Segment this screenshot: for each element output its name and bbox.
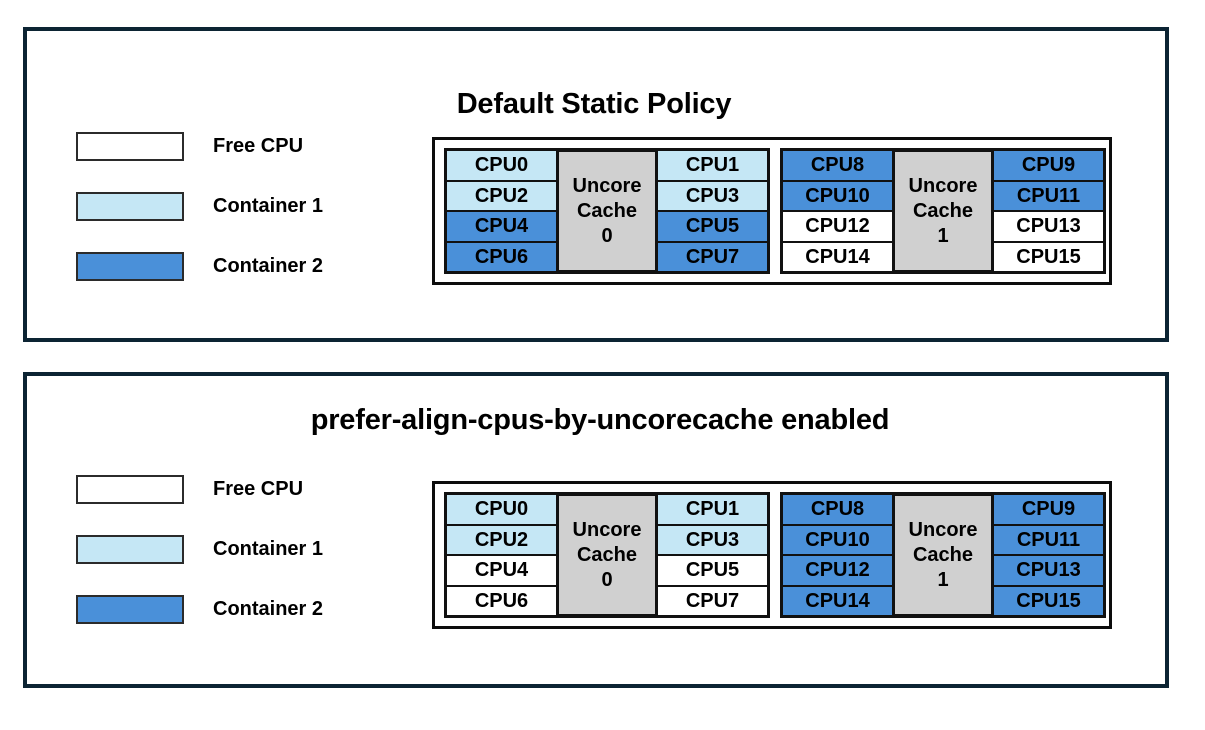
- uncore-cache-label-line1: Uncore: [908, 174, 978, 197]
- cpu-cell-cpu0: CPU0: [446, 494, 557, 525]
- cpu-cell-cpu9: CPU9: [993, 494, 1104, 525]
- cpu-cell-cpu8: CPU8: [782, 494, 893, 525]
- legend-top: Free CPU Container 1 Container 2: [76, 131, 323, 281]
- legend-swatch-free: [76, 474, 184, 504]
- cpu-cell-cpu5: CPU5: [657, 211, 768, 242]
- uncore-cache-index: 0: [601, 568, 613, 591]
- cpu-cell-cpu15: CPU15: [993, 585, 1104, 616]
- cpu-cell-cpu12: CPU12: [782, 211, 893, 242]
- cpu-cell-cpu6: CPU6: [446, 241, 557, 272]
- legend-label: Container 2: [213, 254, 324, 277]
- legend-item: Container 1: [76, 191, 323, 221]
- uncore-cache-label-line1: Uncore: [572, 174, 642, 197]
- cpu-cell-cpu15: CPU15: [993, 241, 1104, 272]
- legend-swatch-container1: [76, 191, 184, 221]
- uncore-cache-label-line2: Cache: [912, 199, 974, 222]
- legend-label: Container 1: [213, 537, 324, 560]
- legend-bottom: Free CPU Container 1 Container 2: [76, 474, 323, 624]
- legend-item: Free CPU: [76, 474, 323, 504]
- cpu-cell-cpu9: CPU9: [993, 150, 1104, 181]
- legend-item: Free CPU: [76, 131, 323, 161]
- legend-label: Container 2: [213, 597, 324, 620]
- cpu-cell-cpu3: CPU3: [657, 180, 768, 211]
- cpu-cell-cpu14: CPU14: [782, 241, 893, 272]
- cpu-cell-cpu3: CPU3: [657, 524, 768, 555]
- cpu-cell-cpu2: CPU2: [446, 524, 557, 555]
- legend-label: Container 1: [213, 194, 324, 217]
- cpu-cell-cpu14: CPU14: [782, 585, 893, 616]
- cpu-cell-cpu11: CPU11: [993, 180, 1104, 211]
- uncore-cache-label-line2: Cache: [576, 199, 638, 222]
- page-title: prefer-align-cpus-by-uncorecache enabled: [310, 404, 890, 436]
- panel-prefer-align-cpus-by-uncorecache: prefer-align-cpus-by-uncorecache enabled…: [23, 372, 1169, 688]
- cpu-cell-cpu7: CPU7: [657, 585, 768, 616]
- legend-swatch-container1: [76, 534, 184, 564]
- legend-item: Container 2: [76, 251, 323, 281]
- cpu-cell-cpu8: CPU8: [782, 150, 893, 181]
- legend-swatch-free: [76, 131, 184, 161]
- cpu-cell-cpu5: CPU5: [657, 555, 768, 586]
- uncore-cache-label-line1: Uncore: [908, 518, 978, 541]
- uncore-cache-index: 1: [937, 224, 949, 247]
- legend-item: Container 2: [76, 594, 323, 624]
- cpu-cell-cpu13: CPU13: [993, 211, 1104, 242]
- cpu-cell-cpu4: CPU4: [446, 555, 557, 586]
- uncore-cache-index: 1: [937, 568, 949, 591]
- uncore-cache-label-line1: Uncore: [572, 518, 642, 541]
- cpu-cell-cpu1: CPU1: [657, 494, 768, 525]
- page-title: Default Static Policy: [456, 88, 732, 120]
- cpu-cell-cpu10: CPU10: [782, 180, 893, 211]
- cpu-cell-cpu10: CPU10: [782, 524, 893, 555]
- uncore-cache-label-line2: Cache: [912, 543, 974, 566]
- cpu-cell-cpu6: CPU6: [446, 585, 557, 616]
- legend-item: Container 1: [76, 534, 323, 564]
- cpu-cell-cpu2: CPU2: [446, 180, 557, 211]
- cpu-cell-cpu12: CPU12: [782, 555, 893, 586]
- legend-swatch-container2: [76, 251, 184, 281]
- uncore-cache-index: 0: [601, 224, 613, 247]
- cpu-cell-cpu4: CPU4: [446, 211, 557, 242]
- cpu-cell-cpu7: CPU7: [657, 241, 768, 272]
- legend-label: Free CPU: [213, 477, 304, 500]
- uncore-cache-label-line2: Cache: [576, 543, 638, 566]
- cpu-cell-cpu11: CPU11: [993, 524, 1104, 555]
- legend-swatch-container2: [76, 594, 184, 624]
- legend-label: Free CPU: [213, 134, 304, 157]
- cpu-cell-cpu1: CPU1: [657, 150, 768, 181]
- cpu-cell-cpu13: CPU13: [993, 555, 1104, 586]
- panel-default-static-policy: Default Static Policy Free CPU Container …: [23, 27, 1169, 342]
- cpu-cell-cpu0: CPU0: [446, 150, 557, 181]
